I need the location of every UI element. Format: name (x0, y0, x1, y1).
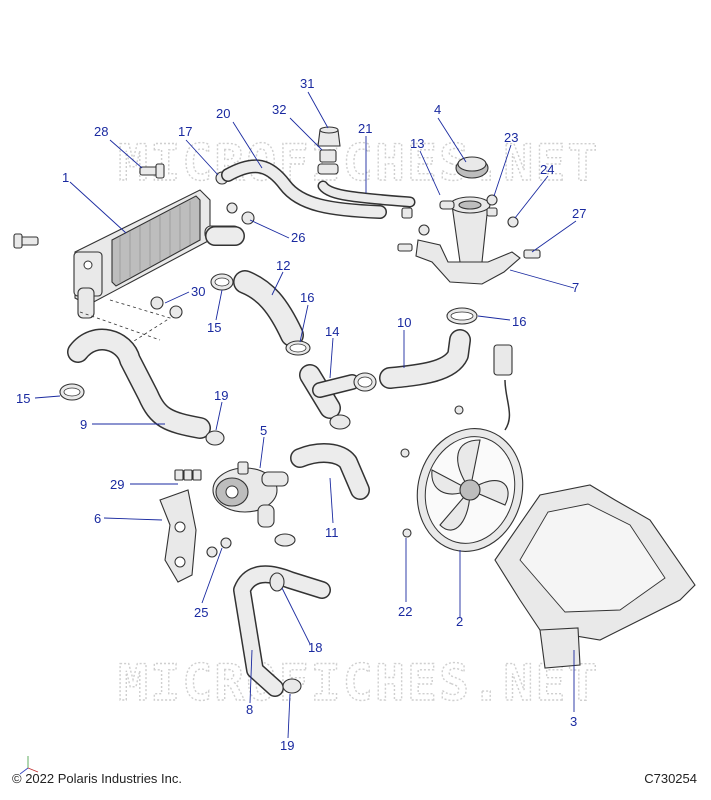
hose-9 (67, 328, 211, 439)
hose-20 (221, 159, 387, 219)
callout-11: 11 (325, 525, 339, 540)
clamp-14 (353, 372, 377, 392)
fitting-32 (317, 149, 339, 175)
reservoir-13 (439, 196, 491, 263)
callout-10: 10 (397, 315, 411, 330)
cap-31 (317, 126, 341, 147)
callout-19b: 19 (280, 738, 294, 753)
callout-8: 8 (246, 702, 253, 717)
clamp-15a (210, 273, 234, 291)
bolt-28 (139, 163, 165, 179)
washer-30 (150, 296, 183, 319)
hose-8 (233, 565, 331, 697)
callout-26: 26 (291, 230, 305, 245)
hose-21 (317, 180, 416, 208)
callout-23: 23 (504, 130, 518, 145)
hose-12 (233, 270, 304, 347)
callout-6: 6 (94, 511, 101, 526)
drawing-number: C730254 (644, 771, 697, 786)
callout-7: 7 (572, 280, 579, 295)
callout-17: 17 (178, 124, 192, 139)
callout-19a: 19 (214, 388, 228, 403)
screw-24 (507, 216, 519, 228)
bracket-6 (159, 489, 197, 583)
callout-13: 13 (410, 136, 424, 151)
fan-assembly-2 (416, 344, 524, 552)
fastener-23 (486, 194, 498, 217)
callout-30: 30 (191, 284, 205, 299)
leader-lines (34, 91, 577, 739)
clamp-pump (274, 533, 296, 547)
callout-12: 12 (276, 258, 290, 273)
clamp-16b (446, 307, 478, 325)
clamp-19b (282, 678, 302, 694)
callout-15a: 15 (207, 320, 221, 335)
clamp-16a (285, 340, 311, 356)
copyright-text: © 2022 Polaris Industries Inc. (12, 771, 182, 786)
callout-25: 25 (194, 605, 208, 620)
clamp-14b (329, 414, 351, 430)
callout-9: 9 (80, 417, 87, 432)
clamp-18 (269, 572, 285, 592)
callout-21: 21 (358, 121, 372, 136)
callout-16b: 16 (512, 314, 526, 329)
screws-25 (206, 537, 232, 558)
bolt-left (13, 233, 39, 249)
tee-fitting-14 (299, 364, 360, 419)
callouts: 31 32 20 21 4 28 17 13 23 1 24 27 26 12 … (16, 76, 586, 753)
callout-28: 28 (94, 124, 108, 139)
radiator (73, 189, 241, 351)
watermark-top: MICROFICHES.NET (118, 134, 600, 192)
screw-center (418, 224, 430, 236)
watermark-bottom: MICROFICHES.NET (118, 654, 600, 712)
callout-27: 27 (572, 206, 586, 221)
callout-18: 18 (308, 640, 322, 655)
callout-4: 4 (434, 102, 441, 117)
callout-1: 1 (62, 170, 69, 185)
clamp-19a (205, 430, 225, 446)
callout-5: 5 (260, 423, 267, 438)
callout-24: 24 (540, 162, 554, 177)
water-pump-5 (212, 461, 289, 528)
callout-3: 3 (570, 714, 577, 729)
hose-11 (290, 443, 370, 500)
cap-4 (455, 156, 489, 179)
callout-2: 2 (456, 614, 463, 629)
fan-shroud-3 (494, 484, 696, 669)
clamp-15b (59, 383, 85, 401)
nut-26 (241, 211, 255, 225)
screws-22 (400, 405, 464, 538)
axis-indicator (19, 756, 39, 775)
hose-10 (379, 329, 471, 389)
callout-29: 29 (110, 477, 124, 492)
callout-20: 20 (216, 106, 230, 121)
callout-22: 22 (398, 604, 412, 619)
callout-31: 31 (300, 76, 314, 91)
callout-32: 32 (272, 102, 286, 117)
grommet-top (226, 202, 238, 214)
fasteners-29 (174, 469, 202, 481)
callout-15b: 15 (16, 391, 30, 406)
callout-16a: 16 (300, 290, 314, 305)
callout-14: 14 (325, 324, 339, 339)
clip-small (401, 207, 413, 219)
